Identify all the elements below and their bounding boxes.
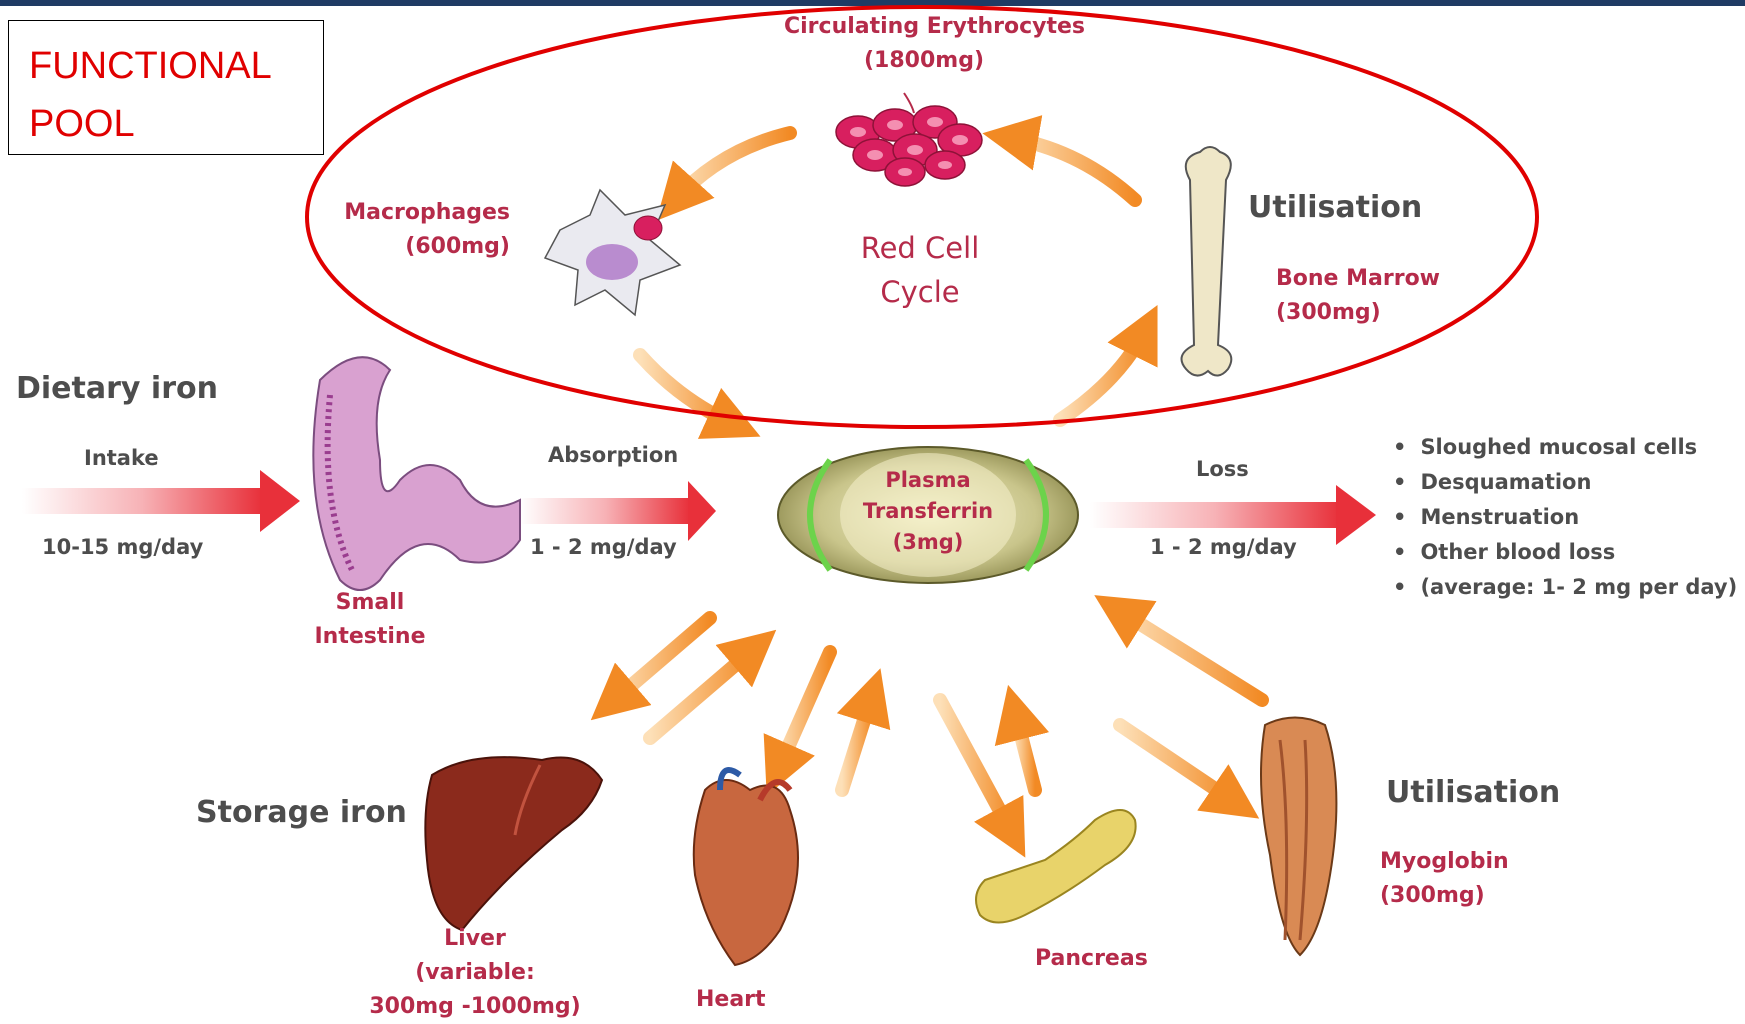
small-intestine-icon [313,357,520,590]
small-intestine-label: Small Intestine [300,586,440,654]
loss-item: (average: 1- 2 mg per day) [1393,570,1737,605]
myoglobin-label: Myoglobin (300mg) [1380,845,1509,913]
storage-iron-heading: Storage iron [196,795,407,830]
liver-icon [425,757,602,930]
bone-icon [1182,147,1232,376]
myoglobin-name: Myoglobin [1380,845,1509,879]
erythrocytes-icon [836,93,982,186]
plasma-amount: (3mg) [848,527,1008,558]
myoglobin-amount: (300mg) [1380,879,1509,913]
absorption-arrow [520,481,716,541]
bone-marrow-amount: (300mg) [1276,296,1440,330]
utilisation-bone-heading: Utilisation [1248,190,1422,225]
functional-pool-label: FUNCTIONAL POOL [29,37,272,153]
red-cell-cycle-title: Red Cell Cycle [820,226,1020,314]
absorption-label: Absorption [548,443,678,467]
macrophages-label: Macrophages (600mg) [300,196,510,264]
loss-label: Loss [1196,457,1249,481]
plasma-line2: Transferrin [848,496,1008,527]
liver-label: Liver (variable: 300mg -1000mg) [360,922,590,1024]
bone-marrow-name: Bone Marrow [1276,262,1440,296]
small-intestine-line1: Small [300,586,440,620]
macrophages-name: Macrophages [300,196,510,230]
intake-rate: 10-15 mg/day [42,535,203,559]
heart-icon [694,770,798,965]
loss-list: Sloughed mucosal cells Desquamation Mens… [1393,430,1737,605]
red-cell-cycle-line2: Cycle [820,270,1020,314]
intake-arrow [22,470,300,532]
macrophages-amount: (600mg) [300,230,510,264]
dietary-iron-heading: Dietary iron [16,371,218,406]
loss-item: Sloughed mucosal cells [1393,430,1737,465]
loss-item: Menstruation [1393,500,1737,535]
plasma-line1: Plasma [848,465,1008,496]
utilisation-muscle-heading: Utilisation [1386,775,1560,810]
intake-label: Intake [84,446,159,470]
pancreas-label: Pancreas [1035,942,1148,976]
muscle-icon [1261,718,1336,956]
plasma-transferrin-label: Plasma Transferrin (3mg) [848,465,1008,558]
heart-label: Heart [696,983,766,1017]
functional-pool-box: FUNCTIONAL POOL [8,20,324,155]
macrophage-icon [545,190,680,315]
erythrocytes-amount: (1800mg) [784,44,1064,78]
pancreas-icon [976,810,1136,923]
loss-item: Desquamation [1393,465,1737,500]
bone-marrow-label: Bone Marrow (300mg) [1276,262,1440,330]
loss-item: Other blood loss [1393,535,1737,570]
erythrocytes-name: Circulating Erythrocytes [784,10,1064,44]
liver-line3: 300mg -1000mg) [360,990,590,1024]
liver-line2: (variable: [360,956,590,990]
red-cell-cycle-line1: Red Cell [820,226,1020,270]
absorption-rate: 1 - 2 mg/day [530,535,677,559]
loss-rate: 1 - 2 mg/day [1150,535,1297,559]
liver-line1: Liver [360,922,590,956]
small-intestine-line2: Intestine [300,620,440,654]
erythrocytes-label: Circulating Erythrocytes (1800mg) [784,10,1064,78]
